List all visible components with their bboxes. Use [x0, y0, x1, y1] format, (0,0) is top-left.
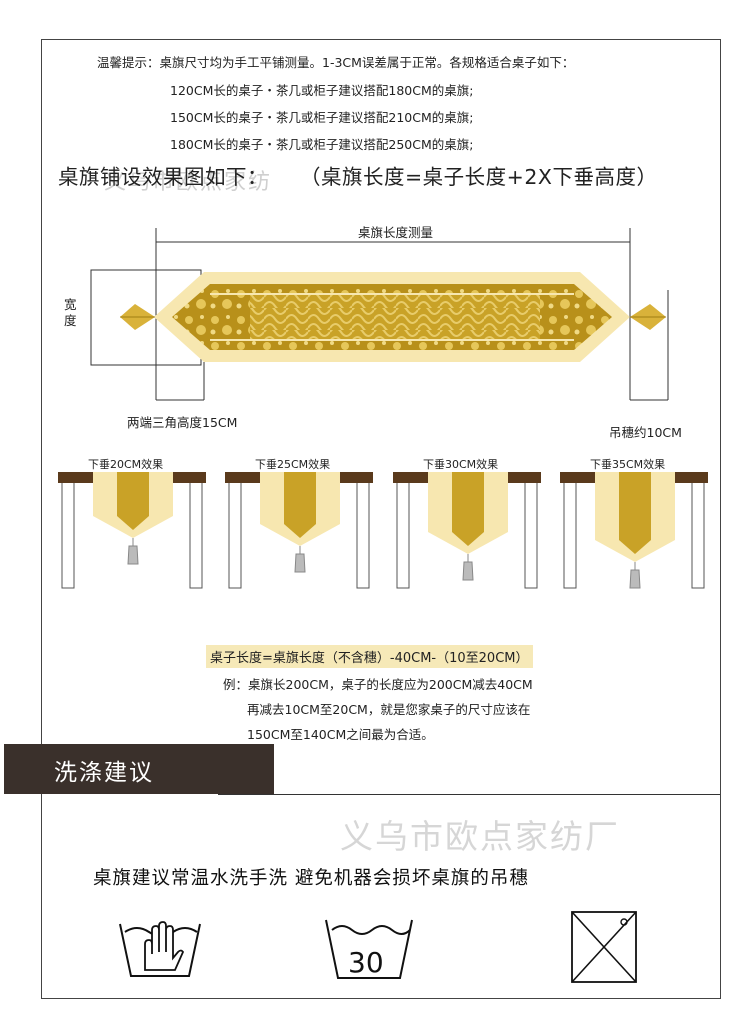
formula-example-3: 150CM至140CM之间最为合适。 [247, 727, 434, 742]
table-drop-20 [58, 472, 206, 589]
formula-example-1: 例：桌旗长200CM，桌子的长度应为200CM减去40CM [223, 677, 533, 692]
tassel-icon [127, 538, 139, 565]
hand-wash-icon [119, 921, 201, 977]
tassel-icon [629, 562, 641, 589]
table-drop-25 [225, 472, 373, 589]
wash-30-icon [325, 919, 413, 979]
drop-label-25: 下垂25CM效果 [255, 458, 331, 471]
headline-watermark: 义乌市欧点家纺 [104, 170, 273, 195]
runner-inner [284, 472, 316, 538]
wash-watermark: 义乌市欧点家纺厂 [340, 817, 620, 856]
tassel-icon [294, 546, 306, 573]
table-leg [61, 481, 75, 589]
triangle-label: 两端三角高度15CM [127, 415, 238, 430]
table-drop-35 [560, 472, 708, 589]
headline-left: 桌旗铺设效果图如下： [58, 165, 268, 189]
table-leg [691, 481, 705, 589]
table-leg [563, 481, 577, 589]
tip-line-3: 150CM长的桌子・茶几或柜子建议搭配210CM的桌旗; [170, 110, 474, 125]
drop-label-30: 下垂30CM效果 [423, 458, 499, 471]
table-leg [189, 481, 203, 589]
right-tassel-icon [630, 304, 666, 330]
table-leg [396, 481, 410, 589]
runner-inner [452, 472, 484, 546]
headline-right: （桌旗长度=桌子长度+2X下垂高度） [300, 165, 658, 189]
tassel-icon [462, 554, 474, 581]
length-label: 桌旗长度测量 [358, 225, 434, 240]
runner-diagram [90, 228, 669, 401]
table-drop-30 [393, 472, 541, 589]
drop-label-35: 下垂35CM效果 [590, 458, 666, 471]
table-leg [524, 481, 538, 589]
page-frame [41, 39, 721, 999]
section-title: 洗涤建议 [54, 760, 154, 786]
no-tumble-dry-icon [571, 911, 637, 983]
table-leg [228, 481, 242, 589]
table-leg [356, 481, 370, 589]
wash-advice: 桌旗建议常温水洗手洗 避免机器会损坏桌旗的吊穗 [93, 868, 529, 889]
runner-inner [619, 472, 651, 554]
section-divider [218, 794, 720, 795]
tip-line-4: 180CM长的桌子・茶几或柜子建议搭配250CM的桌旗; [170, 137, 474, 152]
formula-main: 桌子长度=桌旗长度（不含穗）-40CM-（10至20CM） [206, 645, 533, 668]
tip-line-1: 温馨提示：桌旗尺寸均为手工平铺测量。1-3CM误差属于正常。各规格适合桌子如下： [97, 55, 575, 70]
left-tassel-icon [120, 304, 155, 330]
section-title-bar: 洗涤建议 [4, 744, 274, 794]
wash-temperature: 30 [348, 946, 384, 979]
formula-example-2: 再减去10CM至20CM，就是您家桌子的尺寸应该在 [247, 702, 531, 717]
runner-inner [117, 472, 149, 530]
tassel-label: 吊穗约10CM [609, 425, 682, 440]
width-label: 宽度 [64, 297, 77, 328]
tip-line-2: 120CM长的桌子・茶几或柜子建议搭配180CM的桌旗; [170, 83, 474, 98]
drop-label-20: 下垂20CM效果 [88, 458, 164, 471]
